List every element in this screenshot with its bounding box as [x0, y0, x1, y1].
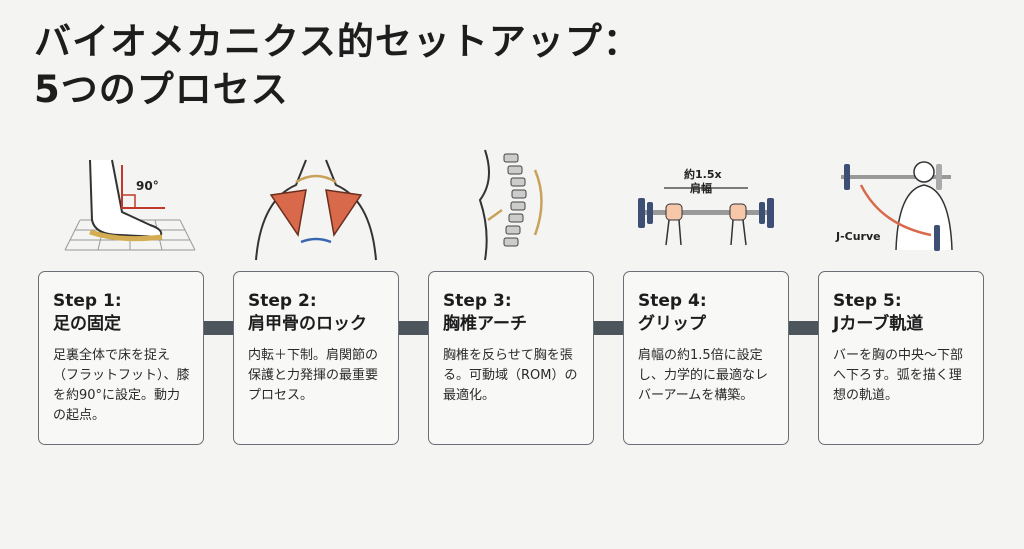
grip-width-label: 約1.5x: [684, 167, 722, 181]
step-number: Step 4:: [638, 291, 707, 311]
step-description: 胸椎を反らせて胸を張る。可動域（ROM）の最適化。: [443, 348, 578, 403]
step-number: Step 3:: [443, 291, 512, 311]
step-heading: 肩甲骨のロック: [248, 314, 367, 334]
step-description: 内転＋下制。肩関節の保護と力発揮の最重要プロセス。: [248, 348, 379, 403]
jcurve-label: J-Curve: [835, 230, 881, 243]
title-line-2: 5つのプロセス: [34, 68, 289, 111]
scapula-illustration: [255, 159, 377, 261]
step-heading: 足の固定: [53, 314, 121, 334]
step-card-5: Step 5: Jカーブ軌道 バーを胸の中央〜下部へ下ろす。弧を描く理想の軌道。: [818, 271, 984, 445]
connector: [204, 321, 234, 335]
step-heading: 胸椎アーチ: [443, 314, 527, 334]
connector: [399, 321, 429, 335]
page-title: バイオメカニクス的セットアップ： 5つのプロセス: [34, 18, 641, 114]
step-card-1: Step 1: 足の固定 足裏全体で床を捉え（フラットフット）、膝を約90°に設…: [38, 271, 204, 445]
step-card-3: Step 3: 胸椎アーチ 胸椎を反らせて胸を張る。可動域（ROM）の最適化。: [428, 271, 594, 445]
title-line-1: バイオメカニクス的セットアップ：: [34, 20, 641, 63]
step-description: 肩幅の約1.5倍に設定し、力学的に最適なレバーアームを構築。: [638, 348, 769, 403]
step-card-2: Step 2: 肩甲骨のロック 内転＋下制。肩関節の保護と力発揮の最重要プロセス…: [233, 271, 399, 445]
step-card-4: Step 4: グリップ 肩幅の約1.5倍に設定し、力学的に最適なレバーアームを…: [623, 271, 789, 445]
step-number: Step 5:: [833, 291, 902, 311]
step-number: Step 2:: [248, 291, 317, 311]
step-heading: Jカーブ軌道: [833, 314, 924, 334]
angle-label: 90°: [136, 179, 159, 193]
spine-illustration: [478, 149, 543, 261]
grip-illustration: 約1.5x 肩幅: [638, 167, 774, 246]
step-number: Step 1:: [53, 291, 122, 311]
connector: [594, 321, 624, 335]
step-heading: グリップ: [638, 314, 706, 334]
connector: [789, 321, 819, 335]
jcurve-illustration: J-Curve: [835, 161, 953, 251]
foot-illustration: 90°: [64, 159, 196, 251]
step-description: バーを胸の中央〜下部へ下ろす。弧を描く理想の軌道。: [833, 348, 964, 403]
step-description: 足裏全体で床を捉え（フラットフット）、膝を約90°に設定。動力の起点。: [53, 348, 190, 423]
